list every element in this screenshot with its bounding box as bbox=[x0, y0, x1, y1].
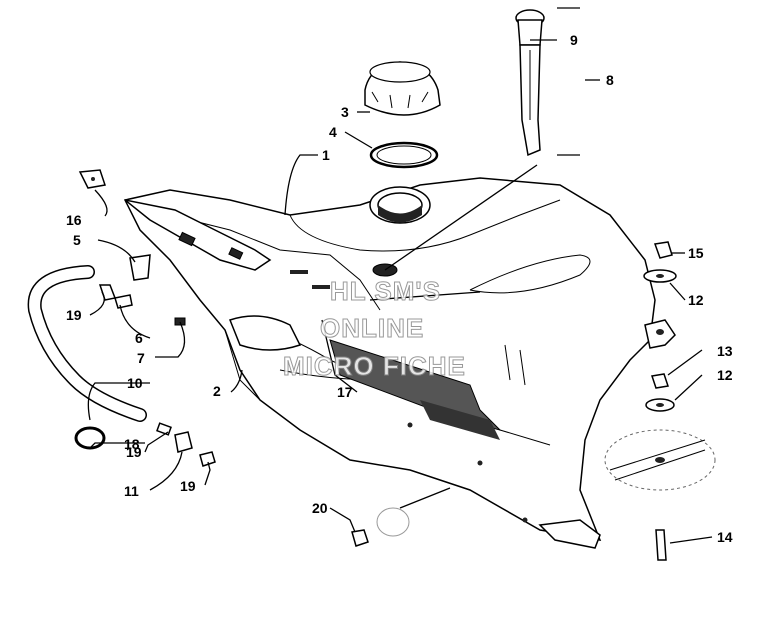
callout-7: 7 bbox=[137, 350, 145, 366]
hose-clamp bbox=[74, 426, 106, 450]
fuel-tank bbox=[123, 177, 676, 549]
watermark-line-2: ONLINE bbox=[320, 313, 424, 343]
callout-12-upper: 12 bbox=[688, 292, 704, 308]
callout-5: 5 bbox=[73, 232, 81, 248]
callout-6: 6 bbox=[135, 330, 143, 346]
leader-lines bbox=[87, 7, 713, 544]
callout-11: 11 bbox=[124, 483, 139, 499]
callout-3: 3 bbox=[341, 104, 349, 120]
callout-14: 14 bbox=[717, 529, 733, 545]
callout-2: 2 bbox=[213, 383, 221, 399]
callout-12-lower: 12 bbox=[717, 367, 733, 383]
fuel-sender bbox=[515, 9, 545, 157]
callout-9: 9 bbox=[570, 32, 578, 48]
callout-10: 10 bbox=[127, 375, 143, 391]
callout-19-right: 19 bbox=[180, 478, 196, 494]
mounting-hardware bbox=[604, 241, 716, 561]
watermark-line-3: MICRO FICHE bbox=[283, 351, 466, 381]
callout-1: 1 bbox=[322, 147, 330, 163]
fuel-valve bbox=[98, 284, 216, 467]
watermark: HL SM'S ONLINE MICRO FICHE bbox=[283, 276, 466, 382]
watermark-line-1: HL SM'S bbox=[330, 276, 441, 306]
cap-gasket bbox=[369, 141, 439, 169]
callout-20: 20 bbox=[312, 500, 328, 516]
fuel-cap bbox=[364, 61, 441, 116]
fuel-hose bbox=[27, 265, 147, 422]
callout-15: 15 bbox=[688, 245, 704, 261]
grommet-nut bbox=[351, 507, 410, 547]
callout-16: 16 bbox=[66, 212, 82, 228]
callout-13: 13 bbox=[717, 343, 733, 359]
callout-19-middle: 19 bbox=[126, 444, 142, 460]
callout-4: 4 bbox=[329, 124, 337, 140]
callout-19-left: 19 bbox=[66, 307, 82, 323]
callout-labels: 1 2 3 4 5 6 7 8 9 10 11 12 12 13 14 15 1… bbox=[66, 32, 733, 545]
callout-18: 18 bbox=[124, 436, 140, 452]
callout-17: 17 bbox=[337, 384, 353, 400]
callout-8: 8 bbox=[606, 72, 614, 88]
